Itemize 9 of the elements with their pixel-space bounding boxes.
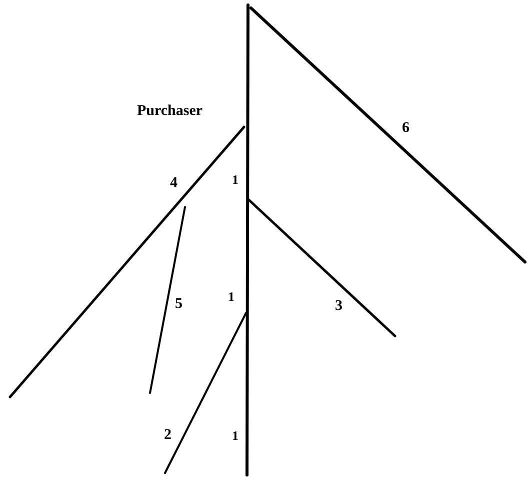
number-label: 3 xyxy=(335,299,342,314)
number-label: 1 xyxy=(228,290,234,303)
number-label: 4 xyxy=(170,176,178,191)
number-label: 6 xyxy=(402,121,410,136)
number-label: 1 xyxy=(232,429,238,442)
number-label: 2 xyxy=(164,428,172,443)
player-label: Purchaser xyxy=(137,104,203,119)
number-label: 1 xyxy=(232,173,238,186)
number-label: 5 xyxy=(175,297,182,312)
